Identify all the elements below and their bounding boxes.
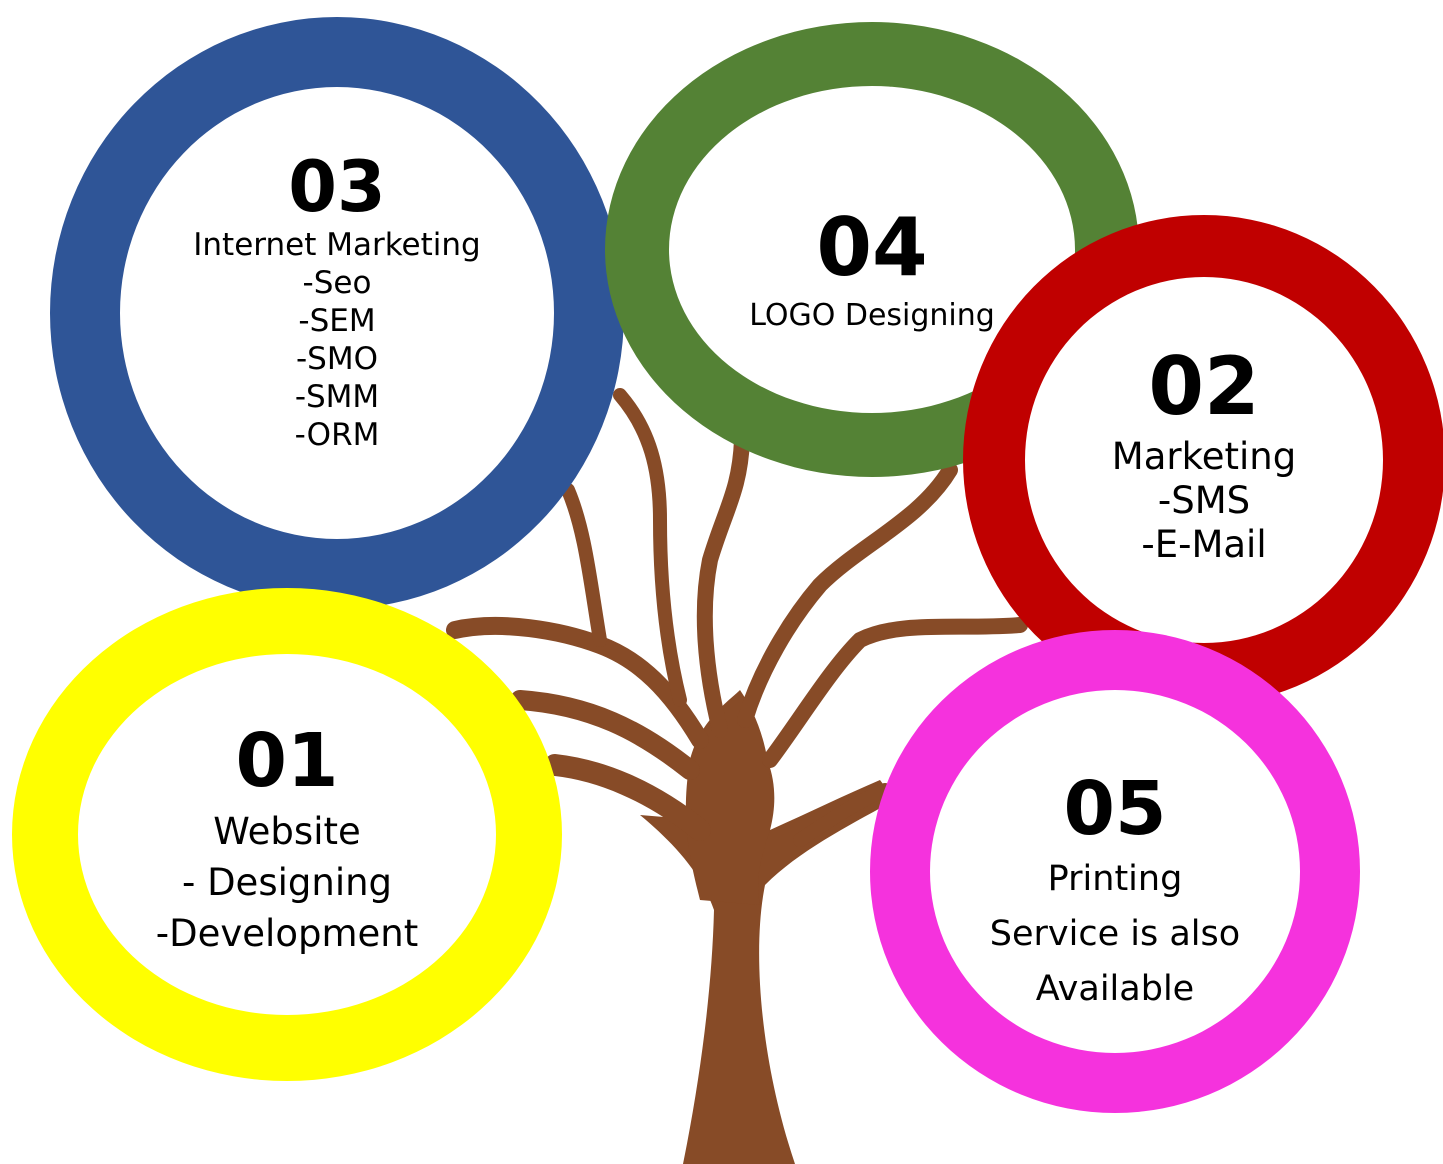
branch	[737, 462, 958, 728]
service-ring-05: 05 Printing Service is also Available	[870, 630, 1360, 1113]
service-ring-02-content: 02 Marketing -SMS -E-Mail	[1025, 277, 1383, 643]
service-item: -E-Mail	[1141, 523, 1267, 566]
service-item: -SMS	[1157, 479, 1251, 522]
service-ring-05-content: 05 Printing Service is also Available	[930, 690, 1300, 1053]
branch	[793, 783, 892, 847]
service-title: LOGO Designing	[749, 298, 995, 333]
service-number: 02	[1148, 340, 1260, 433]
service-item: -Development	[155, 912, 419, 955]
service-ring-03: 03 Internet Marketing -Seo -SEM -SMO -SM…	[50, 17, 624, 609]
service-item: -SMM	[294, 379, 380, 415]
service-item: -Seo	[302, 265, 372, 301]
branch	[696, 432, 750, 738]
branch	[561, 483, 607, 647]
service-title: Printing	[1047, 859, 1183, 899]
service-item: -SEM	[298, 303, 376, 339]
service-description: Available	[1035, 969, 1195, 1009]
service-title: Internet Marketing	[193, 227, 481, 263]
service-description: Service is also	[989, 914, 1241, 954]
service-item: - Designing	[181, 861, 393, 904]
service-number: 03	[288, 146, 386, 228]
service-title: Website	[213, 810, 361, 853]
service-ring-03-content: 03 Internet Marketing -Seo -SEM -SMO -SM…	[120, 87, 554, 539]
branch	[613, 388, 687, 707]
service-title: Marketing	[1111, 435, 1297, 478]
service-number: 01	[235, 718, 339, 804]
service-ring-04-content: 04 LOGO Designing	[669, 86, 1075, 413]
branch	[510, 690, 700, 780]
service-ring-01: 01 Website - Designing -Development	[12, 588, 562, 1081]
service-ring-02: 02 Marketing -SMS -E-Mail	[963, 215, 1443, 705]
service-number: 05	[1063, 766, 1167, 852]
service-item: -ORM	[294, 417, 380, 453]
service-item: -SMO	[295, 341, 378, 377]
branch	[544, 754, 711, 841]
service-ring-01-content: 01 Website - Designing -Development	[78, 654, 496, 1015]
service-number: 04	[816, 201, 928, 294]
branch	[762, 617, 1028, 768]
